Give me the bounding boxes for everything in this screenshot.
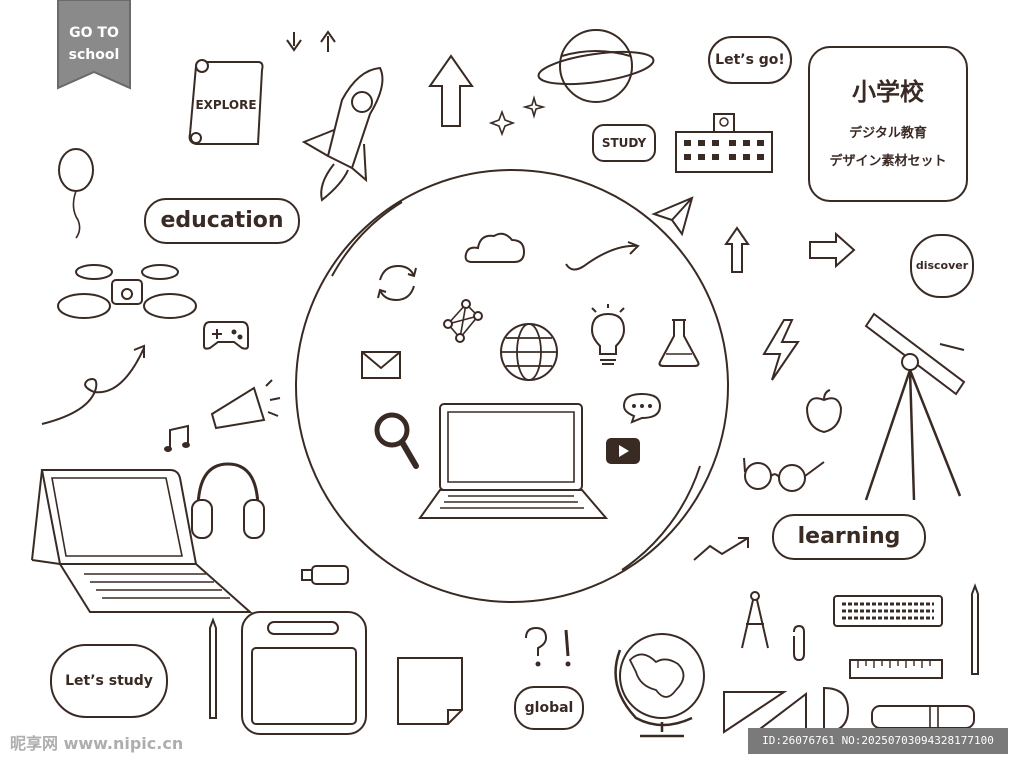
question-mark-icon: [520, 626, 571, 667]
watermark-left: 昵享网 www.nipic.cn: [10, 730, 220, 758]
magnifier-icon: [372, 410, 422, 472]
discover-bubble: discover: [910, 234, 974, 298]
study-label: STUDY: [601, 136, 647, 150]
title-card-line1: デジタル教育: [849, 126, 927, 141]
cloud-icon: [464, 228, 526, 264]
lightning-icon: [760, 318, 802, 382]
lets-study-bubble: Let’s study: [50, 644, 168, 718]
paper-plane-icon: [652, 196, 694, 236]
watermark-right-text: ID:26076761 NO:20250703094328177100: [762, 734, 994, 747]
video-play-icon: [606, 438, 640, 464]
megaphone-icon: [206, 378, 282, 434]
go-to-school-ribbon: GO TO school: [58, 0, 130, 96]
ribbon-shape: [58, 0, 130, 96]
glasses-icon: [742, 452, 826, 492]
lightbulb-icon: [586, 304, 630, 368]
headphones-icon: [190, 460, 266, 542]
rocket-icon: [298, 60, 398, 205]
discover-label: discover: [915, 259, 969, 272]
desk-globe-icon: [606, 620, 712, 742]
curvy-arrow-icon: [40, 342, 148, 428]
protractor-icon: [820, 686, 850, 734]
paper-clip-icon: [788, 624, 810, 664]
study-bubble: STUDY: [592, 124, 656, 162]
central-circle-frame: [292, 166, 732, 606]
ruler-icon: [848, 658, 944, 680]
small-arrows-icon: [282, 28, 346, 56]
lets-go-label: Let’s go!: [715, 52, 785, 68]
pencil-icon: [206, 618, 220, 722]
sparkles-icon: [488, 96, 548, 140]
school-building-icon: [674, 112, 774, 174]
learning-pill: learning: [772, 514, 926, 560]
watermark-right: ID:26076761 NO:20250703094328177100: [748, 728, 1008, 754]
globe-grid-icon: [498, 322, 560, 382]
planet-icon: [534, 26, 658, 106]
lets-study-label: Let’s study: [65, 673, 153, 689]
drone-icon: [56, 262, 198, 326]
music-note-icon: [164, 424, 190, 452]
education-pill: education: [144, 198, 300, 244]
title-card-title: 小学校: [852, 78, 924, 106]
watermark-left-text: 昵享网 www.nipic.cn: [10, 734, 184, 753]
explore-scroll: EXPLORE: [186, 58, 266, 150]
title-card-line2: デザイン素材セット: [829, 154, 947, 169]
explore-label: EXPLORE: [195, 98, 257, 112]
scroll-icon: [186, 58, 266, 150]
global-label: global: [524, 700, 574, 716]
balloon-icon: [56, 148, 96, 240]
arrow-up-small-icon: [724, 226, 750, 274]
usb-drive-icon: [300, 562, 350, 586]
tablet-keyboard-icon: [30, 464, 254, 616]
telescope-icon: [860, 304, 978, 504]
laptop-icon: [418, 400, 608, 526]
pencil-right-icon: [968, 584, 982, 678]
book-icon: [870, 704, 976, 730]
network-icon: [440, 298, 486, 344]
education-label: education: [160, 208, 284, 233]
set-square-icon: [722, 686, 812, 736]
sticky-note-icon: [396, 656, 466, 726]
lets-go-bubble: Let’s go!: [708, 36, 792, 84]
title-card: 小学校 デジタル教育 デザイン素材セット: [808, 46, 968, 202]
arrow-up-icon: [428, 52, 474, 128]
arrow-right-icon: [808, 232, 856, 268]
tablet-icon: [238, 608, 370, 738]
envelope-icon: [360, 350, 402, 380]
global-bubble: global: [514, 686, 584, 730]
learning-label: learning: [797, 524, 901, 549]
flask-icon: [656, 318, 702, 368]
game-controller-icon: [202, 318, 250, 352]
ribbon-text: GO TO school: [68, 25, 120, 63]
refresh-icon: [374, 262, 420, 304]
swoosh-arrow-icon: [564, 240, 642, 274]
abacus-icon: [832, 594, 944, 628]
apple-icon: [804, 388, 844, 434]
compass-icon: [738, 590, 772, 652]
trend-arrow-icon: [692, 534, 752, 562]
chat-bubble-icon: [622, 392, 662, 424]
